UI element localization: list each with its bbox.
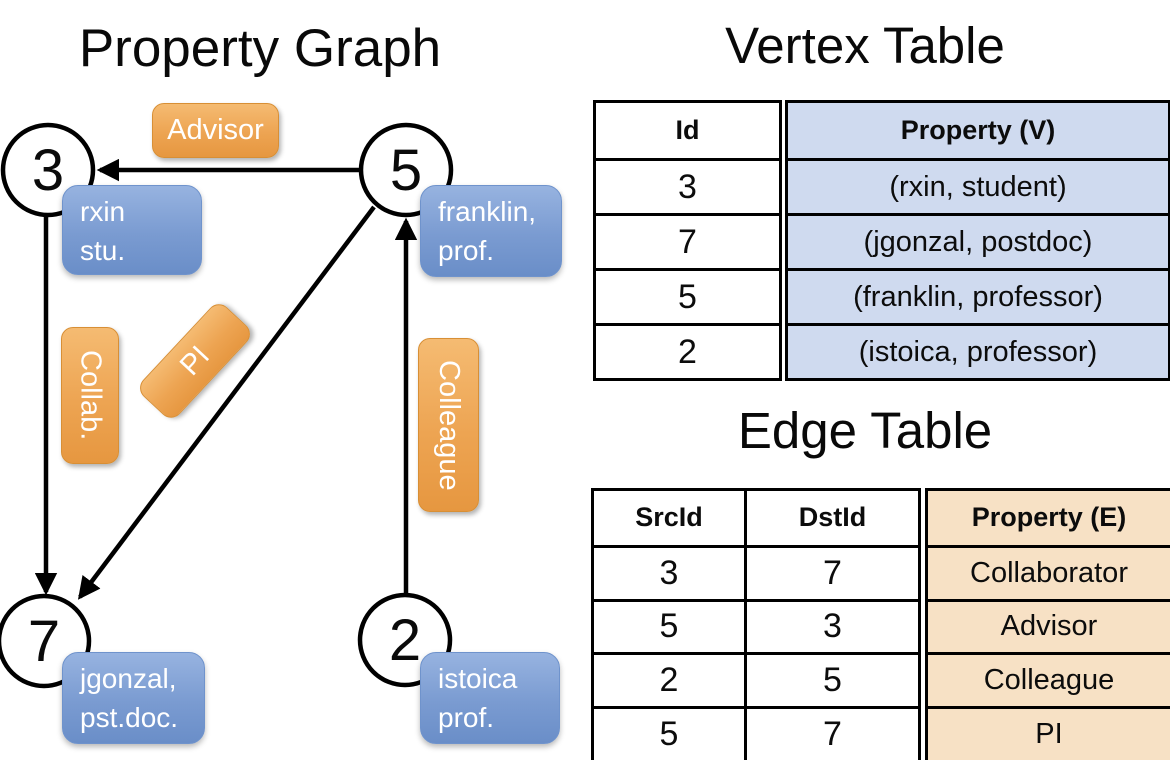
- vertex-table-header-id: Id: [675, 115, 700, 145]
- edge-table-property-column: Property (E) Collaborator Advisor Collea…: [925, 488, 1170, 760]
- vertex-table-id-column: Id 3 7 5 2: [593, 100, 782, 381]
- node-id-2: 2: [388, 607, 422, 673]
- vertex-table-title: Vertex Table: [725, 17, 1005, 74]
- edge-table-header-property: Property (E): [971, 502, 1127, 533]
- vertex-property-box-7: jgonzal, pst.doc.: [62, 652, 205, 744]
- vertex-property-line: stu.: [80, 235, 126, 266]
- edge-label-collab: Collab.: [61, 327, 119, 464]
- table-cell: (jgonzal, postdoc): [788, 213, 1168, 268]
- vertex-property-line: prof.: [438, 702, 495, 733]
- table-cell: 5: [596, 268, 779, 323]
- table-cell: (istoica, professor): [788, 323, 1168, 378]
- node-id-5: 5: [389, 137, 423, 203]
- node-id-7: 7: [27, 608, 61, 674]
- vertex-property-line: istoica: [438, 663, 518, 694]
- vertex-property-box-3: rxin stu.: [62, 185, 202, 275]
- vertex-property-box-2: istoica prof.: [420, 652, 560, 744]
- edge-table-header-srcid: SrcId: [635, 502, 703, 533]
- vertex-property-box-5: franklin, prof.: [420, 185, 562, 277]
- edge-table-id-columns: SrcId DstId 3 7 5 3 2 5 5 7: [591, 488, 921, 760]
- node-id-3: 3: [31, 137, 65, 203]
- vertex-property-line: pst.doc.: [80, 702, 179, 733]
- table-cell: 5: [594, 598, 744, 653]
- table-cell: PI: [928, 706, 1170, 760]
- table-cell: 5: [744, 652, 918, 707]
- table-cell: 3: [594, 544, 744, 599]
- edge-pi-arrow: [77, 205, 376, 600]
- edge-label-advisor: Advisor: [152, 103, 279, 158]
- vertex-property-line: franklin,: [438, 196, 537, 227]
- table-cell: 7: [744, 706, 918, 760]
- table-cell: Colleague: [928, 652, 1170, 706]
- edge-table-header-dstid: DstId: [744, 491, 918, 545]
- vertex-property-line: prof.: [438, 235, 495, 266]
- table-cell: (franklin, professor): [788, 268, 1168, 323]
- table-cell: Collaborator: [928, 544, 1170, 599]
- edge-label-colleague: Colleague: [418, 338, 479, 512]
- vertex-property-line: rxin: [80, 196, 126, 227]
- vertex-property-line: jgonzal,: [80, 663, 177, 694]
- edge-table-title: Edge Table: [737, 402, 993, 459]
- vertex-table-header-property: Property (V): [900, 115, 1056, 145]
- table-cell: 2: [596, 323, 779, 378]
- table-cell: 7: [744, 544, 918, 599]
- property-graph-title: Property Graph: [78, 19, 442, 78]
- table-cell: Advisor: [928, 598, 1170, 653]
- table-cell: 5: [594, 706, 744, 760]
- table-cell: 3: [596, 158, 779, 213]
- table-cell: (rxin, student): [788, 158, 1168, 213]
- vertex-table-property-column: Property (V) (rxin, student) (jgonzal, p…: [785, 100, 1170, 381]
- table-cell: 2: [594, 652, 744, 706]
- table-cell: 3: [744, 598, 918, 653]
- table-cell: 7: [596, 213, 779, 268]
